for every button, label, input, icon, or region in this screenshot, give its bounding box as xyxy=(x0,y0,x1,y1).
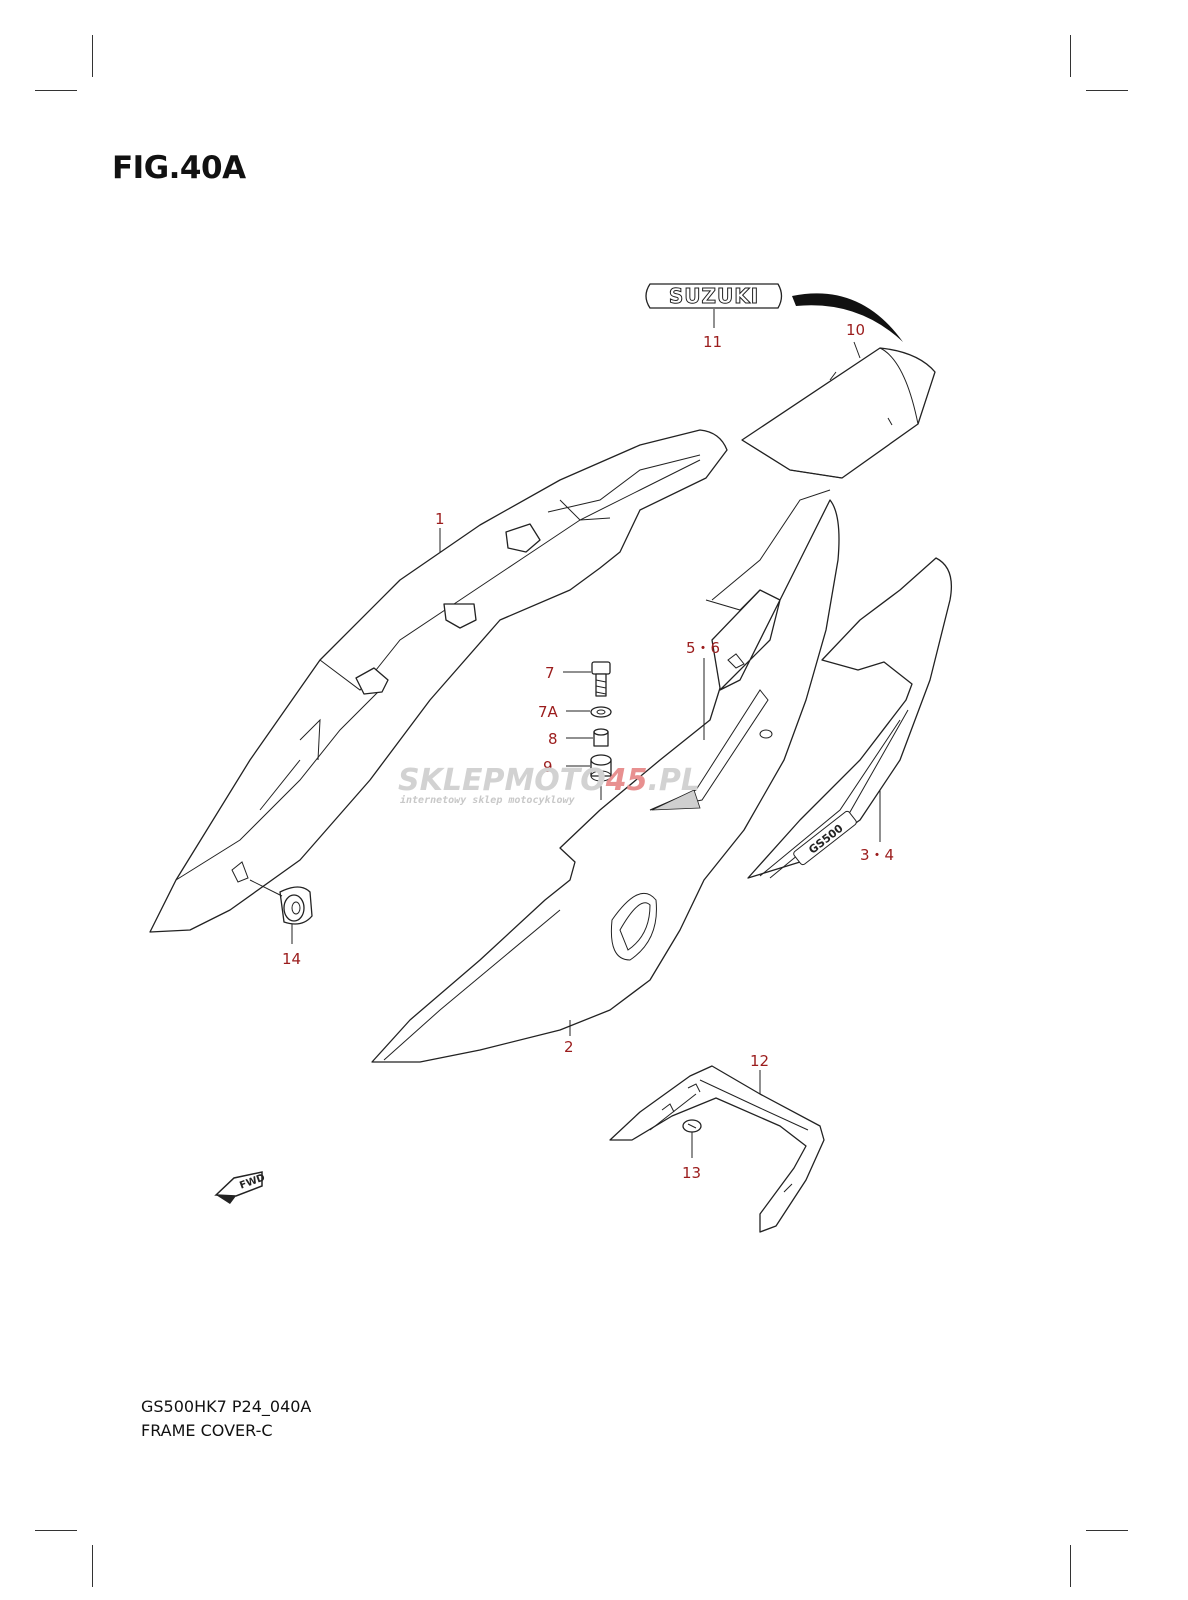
watermark-brand-b: 45 xyxy=(605,763,648,798)
callout-2[interactable]: 2 xyxy=(564,1038,574,1056)
svg-text:SKLEPMOTO45.PL: SKLEPMOTO45.PL xyxy=(398,763,700,798)
part-14-grommet[interactable] xyxy=(279,886,313,925)
callout-13[interactable]: 13 xyxy=(682,1164,701,1182)
callout-8[interactable]: 8 xyxy=(548,730,558,748)
part-7-bolt[interactable] xyxy=(591,661,611,697)
crop-mark-bottom-left-v xyxy=(92,1545,93,1587)
callout-3-4[interactable]: 3・4 xyxy=(860,846,894,864)
watermark: SKLEPMOTO45.PL internetowy sklep motocyk… xyxy=(398,763,700,806)
callout-5-6[interactable]: 5・6 xyxy=(686,639,720,657)
callout-9[interactable]: 9 xyxy=(543,758,553,776)
figure-title: FIG.40A xyxy=(112,150,246,186)
callout-12[interactable]: 12 xyxy=(750,1052,769,1070)
crop-mark-top-left-h xyxy=(35,90,77,91)
part-2-frame-cover-outer[interactable] xyxy=(371,489,840,1063)
part-1-frame-cover-inner[interactable] xyxy=(149,429,728,933)
model-code: GS500HK7 P24_040A xyxy=(141,1397,312,1416)
crop-mark-bottom-right-v xyxy=(1070,1545,1071,1587)
part-10-tail-cover[interactable] xyxy=(741,293,936,479)
callout-10[interactable]: 10 xyxy=(846,321,865,339)
callout-7[interactable]: 7 xyxy=(545,664,555,682)
forward-arrow-icon: FWD xyxy=(214,1171,267,1204)
callout-7a[interactable]: 7A xyxy=(538,703,559,721)
callout-1[interactable]: 1 xyxy=(435,510,445,528)
callout-14[interactable]: 14 xyxy=(282,950,301,968)
crop-mark-bottom-left-h xyxy=(35,1530,77,1531)
model-decal-box xyxy=(793,810,857,866)
crop-mark-top-right-h xyxy=(1086,90,1128,91)
section-name: FRAME COVER-C xyxy=(141,1421,273,1440)
part-13-screw[interactable] xyxy=(682,1119,702,1144)
watermark-brand-c: .PL xyxy=(648,763,701,798)
crop-mark-top-right-v xyxy=(1070,35,1071,77)
crop-mark-bottom-right-h xyxy=(1086,1530,1128,1531)
part-8-collar[interactable] xyxy=(593,728,609,747)
part-11-emblem[interactable]: SUZUKI xyxy=(645,283,783,309)
part-12-bracket[interactable] xyxy=(609,1065,825,1233)
emblem-brand-text: SUZUKI xyxy=(669,284,759,308)
watermark-brand-a: SKLEPMOTO xyxy=(398,763,606,798)
callout-11[interactable]: 11 xyxy=(703,333,722,351)
part-7a-washer[interactable] xyxy=(590,706,612,718)
crop-mark-top-left-v xyxy=(92,35,93,77)
watermark-tagline: internetowy sklep motocyklowy xyxy=(400,794,576,806)
